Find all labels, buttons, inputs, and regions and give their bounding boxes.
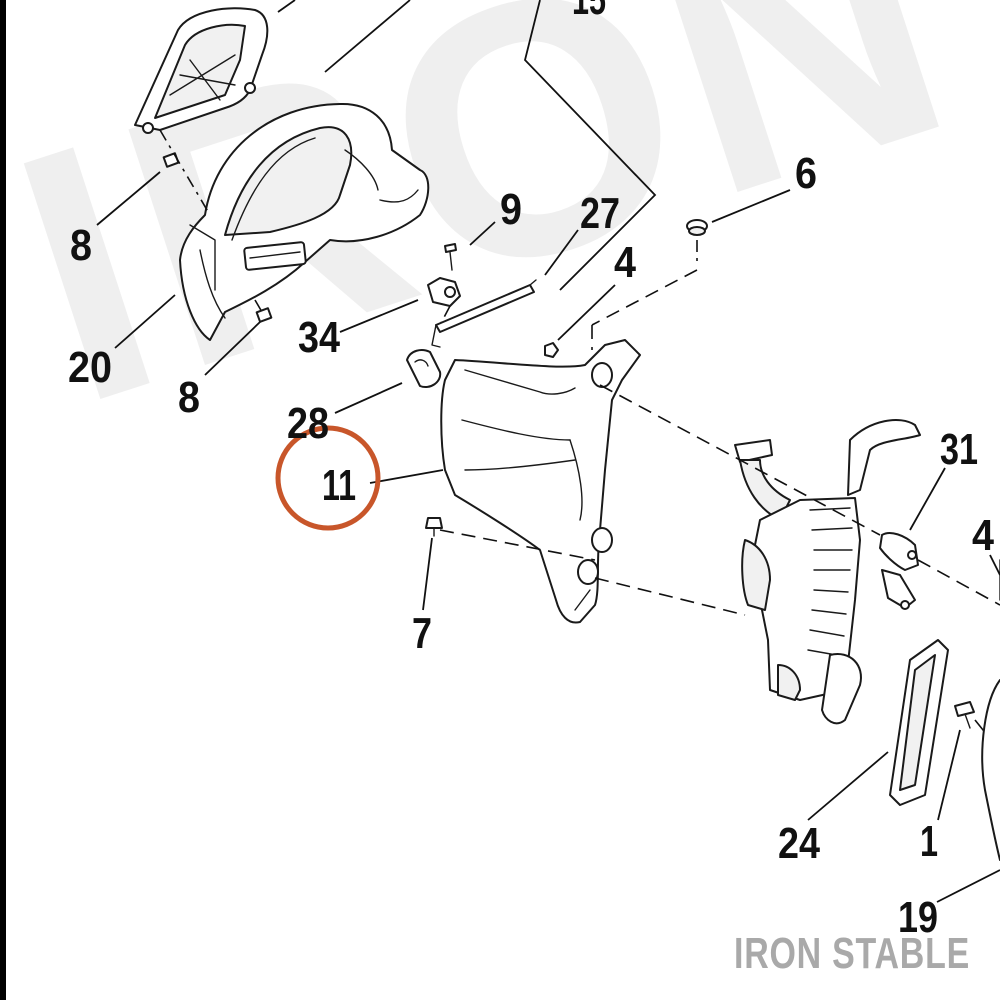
callout-7: 7 xyxy=(412,609,432,658)
callout-4-upper: 4 xyxy=(614,238,636,287)
highlight-circle xyxy=(275,425,381,531)
part-34-bracket xyxy=(427,277,461,326)
part-6-grommet xyxy=(591,219,708,350)
part-15-bracket-lines xyxy=(277,0,657,291)
part-inner-panel xyxy=(134,7,269,134)
callout-31: 31 xyxy=(940,425,978,474)
brand-logo-text: IRON STABLE xyxy=(734,929,970,978)
part-31-bracket xyxy=(879,532,1000,610)
callout-numbers: 15 6 8 9 27 4 34 20 8 28 31 11 4 7 24 1 … xyxy=(68,0,994,942)
part-19-edge-piece xyxy=(981,559,1000,861)
callout-6: 6 xyxy=(795,149,817,198)
callout-15: 15 xyxy=(572,0,606,24)
callout-8-upper: 8 xyxy=(70,221,92,270)
part-radiator-assembly xyxy=(599,384,921,725)
callout-28: 28 xyxy=(287,399,329,448)
callout-1: 1 xyxy=(920,817,938,866)
callout-11-highlighted: 11 xyxy=(322,461,356,510)
callout-34: 34 xyxy=(298,313,340,362)
part-11-shroud xyxy=(440,339,641,624)
callout-24: 24 xyxy=(778,819,820,868)
left-border-bar xyxy=(0,0,6,1000)
callout-20: 20 xyxy=(68,343,112,392)
callout-9: 9 xyxy=(500,185,522,234)
callout-4-right: 4 xyxy=(972,511,994,560)
part-4-nut xyxy=(544,342,559,358)
part-24-gasket xyxy=(889,639,949,806)
callout-27: 27 xyxy=(580,189,620,238)
part-20-fairing-cover xyxy=(179,102,430,341)
part-7-bolt xyxy=(425,517,746,616)
part-27-rod xyxy=(431,279,537,348)
part-28-grommet xyxy=(406,349,442,388)
callout-8-lower: 8 xyxy=(178,373,200,422)
part-8-clips xyxy=(159,129,273,323)
leader-lines xyxy=(96,171,1000,903)
part-9-screw xyxy=(444,243,457,271)
callout-19: 19 xyxy=(898,893,938,942)
